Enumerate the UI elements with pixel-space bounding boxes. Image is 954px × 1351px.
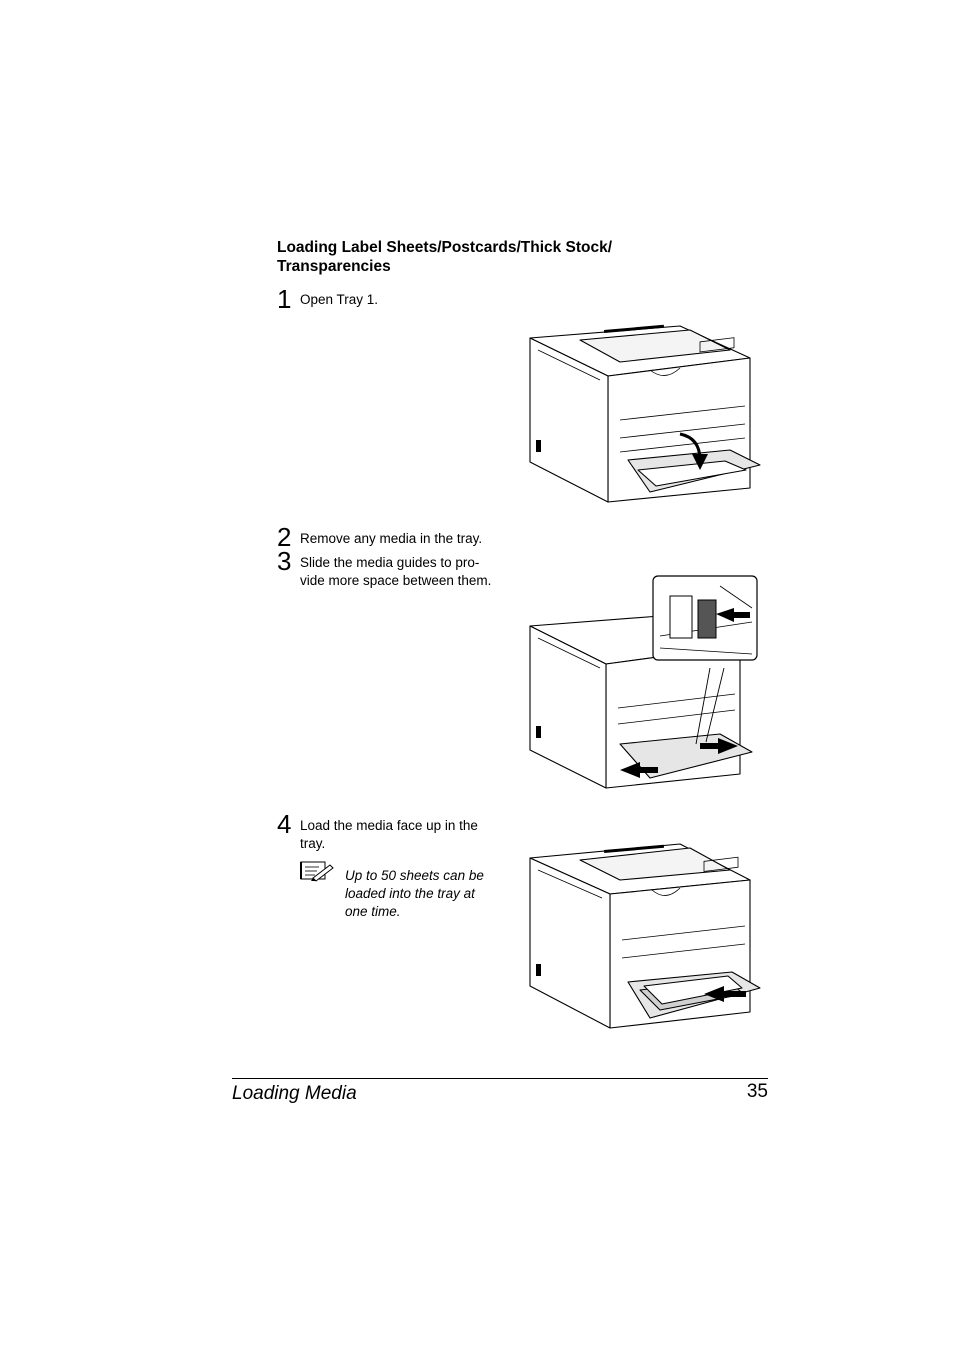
printer-media-loaded-illustration [529,843,761,1029]
footer-chapter-title: Loading Media [232,1083,357,1104]
section-heading: Loading Label Sheets/Postcards/Thick Sto… [277,238,697,276]
step-1-number: 1 [277,284,292,314]
step-3-text-line-1: Slide the media guides to pro- [300,555,480,570]
step-1-text: Open Tray 1. [300,292,379,307]
step-4-text-line-2: tray. [300,836,326,851]
step-4-text-line-1: Load the media face up in the [300,818,478,833]
note-line-3: one time. [345,904,401,919]
printer-media-guides-illustration [529,575,758,789]
step-3-number: 3 [277,546,292,576]
step-3-text-line-2: vide more space between them. [300,573,492,588]
step-2-number: 2 [277,522,292,552]
step-3-text: Slide the media guides to pro- vide more… [300,554,491,590]
section-heading-line-2: Transparencies [277,258,391,275]
note-pad-pencil-icon [300,861,334,882]
step-2-text: Remove any media in the tray. [300,531,483,546]
note-text: Up to 50 sheets can be loaded into the t… [345,867,484,921]
printer-open-tray-illustration [529,324,761,503]
note-line-1: Up to 50 sheets can be [345,868,484,883]
step-4-text: Load the media face up in the tray. [300,817,478,853]
step-4-number: 4 [277,809,292,839]
footer-page-number: 35 [746,1081,768,1102]
footer-rule [232,1078,768,1079]
note-line-2: loaded into the tray at [345,886,475,901]
section-heading-line-1: Loading Label Sheets/Postcards/Thick Sto… [277,239,613,256]
